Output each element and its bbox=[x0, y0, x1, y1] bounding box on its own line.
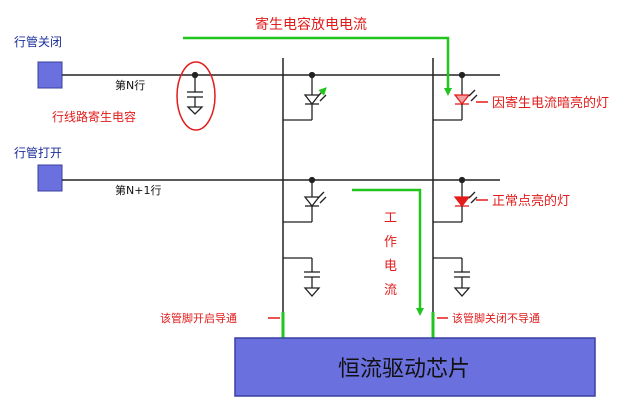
column-2-capacitor bbox=[433, 257, 471, 297]
working-current-arrow bbox=[352, 188, 424, 316]
led-cell-col1-rowN bbox=[283, 71, 327, 121]
row-switch-on-label: 行管打开 bbox=[14, 145, 62, 160]
led-cell-col1-rowN1 bbox=[283, 176, 327, 223]
pin-off-label: 该管脚关闭不导通 bbox=[452, 311, 540, 325]
discharge-current-arrow bbox=[183, 36, 452, 96]
working-current-label: 工 作 电 流 bbox=[384, 211, 397, 298]
row-n1-label: 第N+1行 bbox=[115, 183, 161, 197]
working-current-char-2: 作 bbox=[384, 235, 397, 250]
working-current-char-3: 电 bbox=[384, 259, 397, 274]
pin-on-label: 该管脚开启导通 bbox=[160, 311, 237, 325]
chip-label: 恒流驱动芯片 bbox=[338, 357, 470, 382]
led-cell-col2-rowN-dim bbox=[433, 71, 478, 121]
capacitor-highlight-circle bbox=[176, 61, 216, 131]
driver-chip bbox=[234, 337, 596, 397]
row-parasitic-cap-label: 行线路寄生电容 bbox=[52, 109, 136, 124]
row-switch-off-box bbox=[37, 61, 63, 89]
row-switch-on-box bbox=[37, 164, 63, 192]
led-cell-col2-rowN1-lit bbox=[433, 176, 478, 223]
column-1-capacitor bbox=[283, 257, 321, 297]
working-current-char-1: 工 bbox=[384, 211, 397, 226]
dim-led-label: 因寄生电流暗亮的灯 bbox=[492, 95, 609, 111]
working-current-char-4: 流 bbox=[384, 283, 397, 298]
row-switch-off-label: 行管关闭 bbox=[14, 34, 62, 49]
row-parasitic-capacitor bbox=[186, 71, 204, 115]
row-n-label: 第N行 bbox=[115, 78, 145, 92]
top-annotation-label: 寄生电容放电电流 bbox=[255, 16, 367, 33]
normal-led-label: 正常点亮的灯 bbox=[492, 193, 570, 209]
